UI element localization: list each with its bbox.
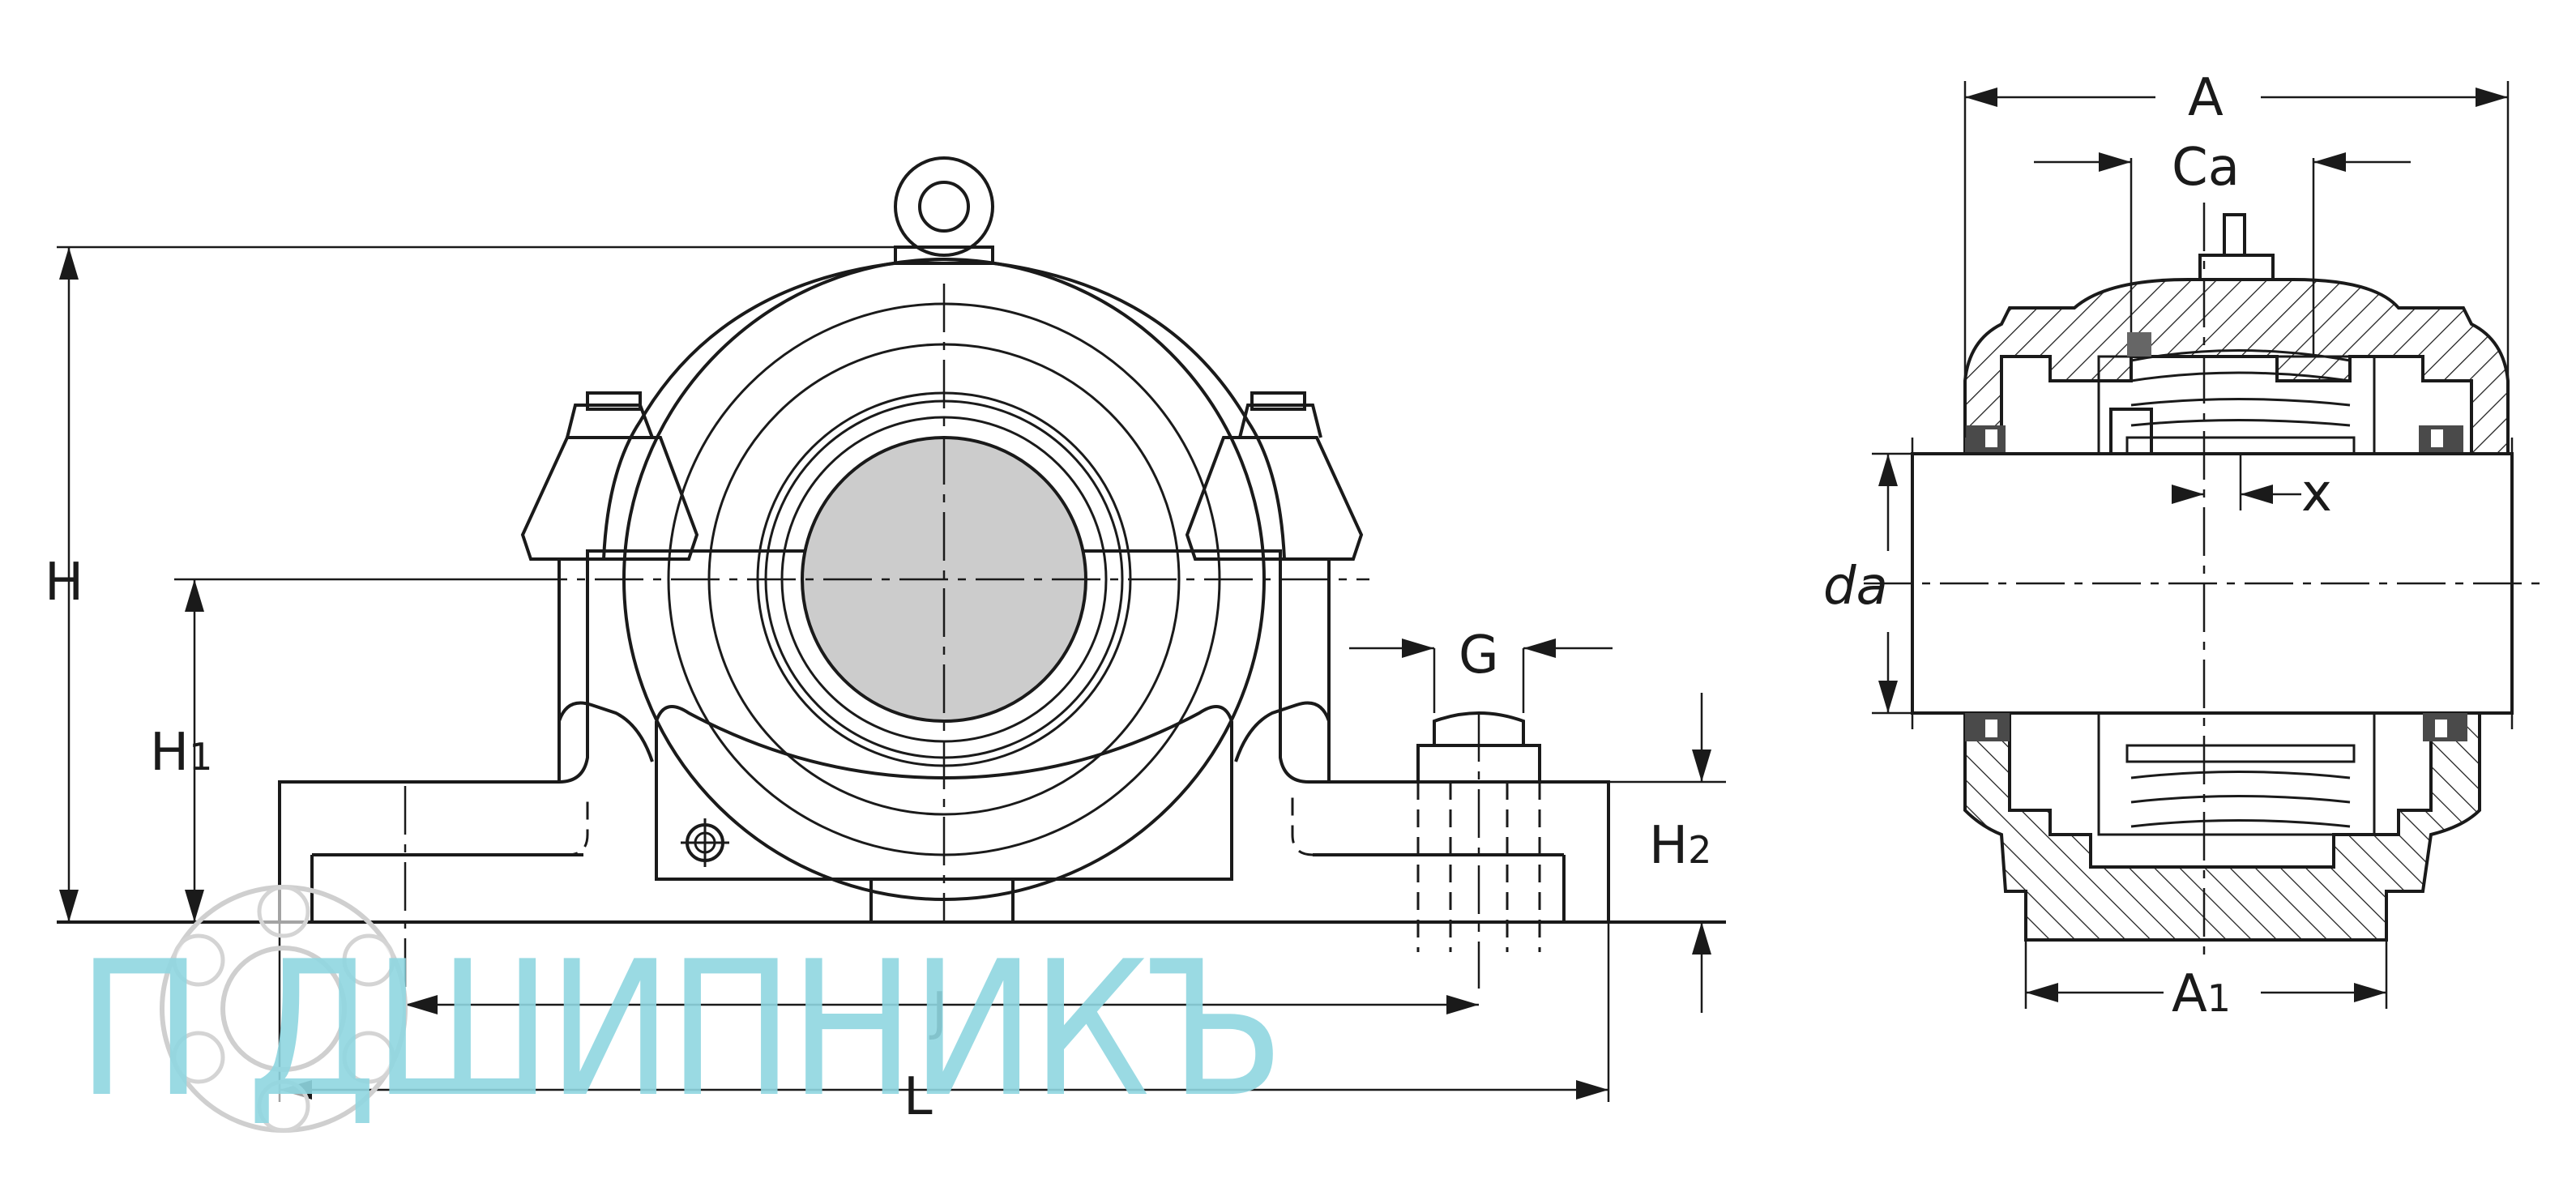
lower-housing-section [1963,711,2481,942]
label-L: L [904,1067,933,1127]
label-H2: H2 [1649,816,1711,876]
front-view: H H1 H2 G J L [45,156,1726,1127]
label-H1: H1 [150,723,212,783]
label-G: G [1459,626,1499,685]
watermark-logo: П ДШИПНИКЪ [77,885,1284,1138]
label-Ca: Ca [2172,138,2240,198]
watermark-text: П ДШИПНИКЪ [77,922,1279,1138]
label-J: J [929,982,947,1042]
label-H: H [45,553,83,613]
label-x: x [2301,463,2332,523]
hidden-base-cavity-right [1291,794,1564,856]
label-da: da [1823,557,1888,617]
cap-ear-left [520,436,699,561]
upper-housing-section [1963,278,2510,455]
label-A: A [2188,68,2224,128]
cap-ear-right [1185,436,1364,561]
label-A1: A1 [2172,964,2231,1024]
side-section-view: A Ca x da A1 [1823,68,2544,1024]
hidden-base-cavity-left [312,794,589,856]
lifting-eye [894,156,994,257]
foot-bolt [1416,711,1541,989]
